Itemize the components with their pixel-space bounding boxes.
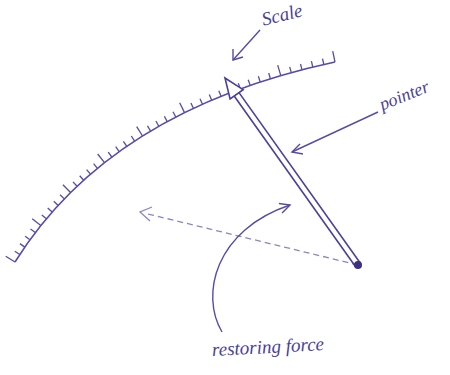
scale-tick: [248, 80, 250, 86]
scale-tick: [258, 76, 260, 82]
pointer-label: pointer: [377, 77, 432, 113]
scale-tick: [108, 152, 112, 157]
scale-tick: [219, 91, 221, 97]
scale-tick: [73, 182, 77, 186]
scale-tick: [87, 170, 91, 175]
scale-leader: [233, 30, 260, 60]
scale-tick: [15, 251, 20, 254]
scale-tick: [200, 99, 203, 105]
scale-label: Scale: [260, 0, 305, 28]
scale-tick: [123, 141, 126, 146]
scale-tick: [32, 219, 41, 226]
scale-tick: [94, 164, 98, 169]
dashed-pointer-head: [140, 207, 152, 221]
restoring-arrow-head: [279, 204, 290, 213]
scale-tick: [60, 195, 64, 199]
scale-tick: [25, 236, 30, 240]
pointer-leader: [292, 112, 378, 152]
scale-tick: [164, 116, 167, 121]
scale-tick: [48, 208, 53, 212]
scale-tick: [63, 185, 71, 193]
scale-tick: [148, 126, 151, 131]
scale-tick: [116, 147, 120, 152]
restoring-arrow: [213, 205, 290, 332]
scale-tick: [42, 215, 47, 219]
scale-tick: [131, 136, 134, 141]
scale-tick: [191, 103, 194, 108]
pointer-leader-head: [292, 144, 303, 154]
pointer-line: [239, 93, 360, 264]
scale-tick: [54, 201, 58, 205]
scale-tick: [180, 103, 185, 113]
force-label: restoring force: [212, 334, 325, 359]
scale-tick: [311, 61, 312, 67]
dashed-pointer: [148, 214, 358, 265]
scale-tick: [20, 244, 25, 248]
scale-leader-head: [233, 49, 243, 60]
scale-arc: [15, 62, 335, 262]
pointer-line: [234, 96, 355, 267]
scale-tick: [80, 176, 84, 181]
scale-tick: [301, 64, 303, 70]
scale-tick: [290, 67, 292, 73]
pointer-head: [225, 78, 243, 99]
scale-tick: [31, 229, 36, 233]
pivot-dot: [354, 261, 362, 269]
scale-ticks: [6, 51, 335, 262]
scale-tick: [323, 59, 324, 65]
scale-tick: [173, 112, 176, 117]
scale-tick: [333, 51, 335, 62]
scale-tick: [6, 256, 15, 262]
scale-tick: [156, 121, 159, 126]
scale-tick: [278, 65, 281, 76]
scale-tick: [269, 73, 271, 79]
scale-tick: [137, 127, 143, 136]
scale-tick: [209, 95, 211, 101]
scale-tick: [98, 154, 105, 163]
